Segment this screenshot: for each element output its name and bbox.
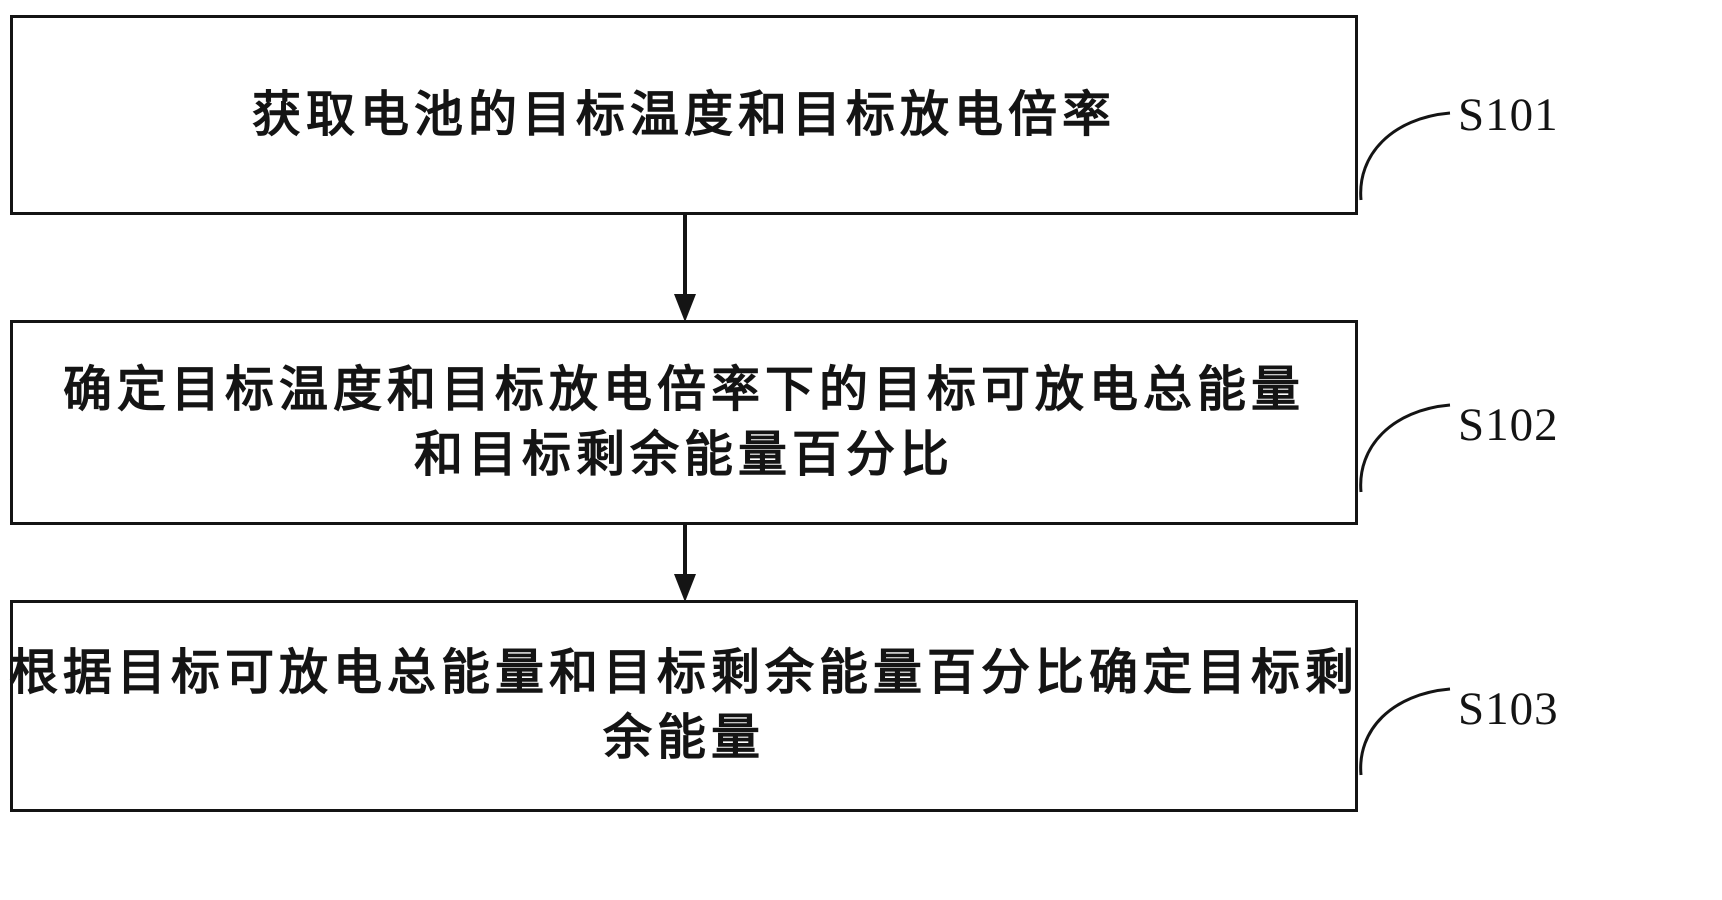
down-arrow-1 (674, 215, 696, 322)
flow-step-3-box: 根据目标可放电总能量和目标剩余能量百分比确定目标剩 余能量 (9, 600, 1360, 812)
down-arrow-2 (674, 525, 696, 602)
leader-curve-s101 (1359, 111, 1451, 201)
leader-curve-s102 (1359, 403, 1451, 493)
step-label-s102: S102 (1458, 399, 1559, 451)
step-label-s101: S101 (1458, 89, 1559, 141)
flow-step-2-text-line-2: 和目标剩余能量百分比 (413, 426, 954, 482)
flow-step-3-text-line-2: 余能量 (602, 710, 765, 765)
flow-step-1-box: 获取电池的目标温度和目标放电倍率 (10, 15, 1358, 215)
flow-step-1-text: 获取电池的目标温度和目标放电倍率 (251, 86, 1116, 142)
flow-step-3-text-line-1: 根据目标可放电总能量和目标剩余能量百分比确定目标剩 (9, 645, 1360, 701)
flow-step-2-box: 确定目标温度和目标放电倍率下的目标可放电总能量 和目标剩余能量百分比 (10, 320, 1358, 525)
step-label-s103: S103 (1458, 683, 1559, 735)
flow-step-2-text-line-1: 确定目标温度和目标放电倍率下的目标可放电总能量 (62, 361, 1305, 417)
leader-curve-s103 (1359, 687, 1451, 776)
